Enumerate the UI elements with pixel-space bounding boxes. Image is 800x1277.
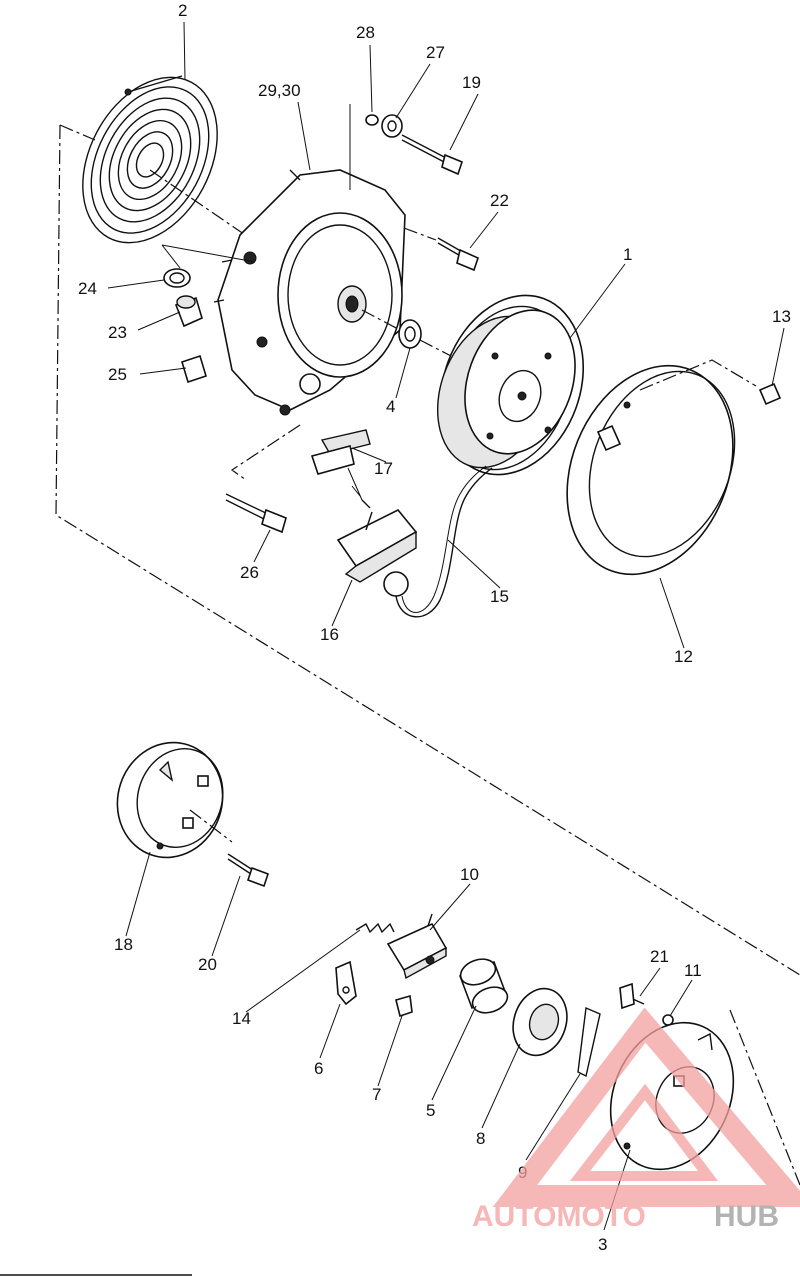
cover-bolt-part <box>758 382 782 406</box>
callout-3: 3 <box>598 1235 607 1254</box>
collar-part <box>381 114 403 138</box>
mounting-bolt-part <box>225 493 287 534</box>
callout-15: 15 <box>490 587 509 606</box>
callout-2: 2 <box>178 1 187 20</box>
callout-10: 10 <box>460 865 479 884</box>
callout-4: 4 <box>386 397 395 416</box>
friction-washer-part <box>512 987 568 1057</box>
watermark-text-hub: HUB <box>714 1200 779 1233</box>
callout-29-30: 29,30 <box>258 81 301 100</box>
callout-26: 26 <box>240 563 259 582</box>
callout-11: 11 <box>684 961 702 980</box>
callout-5: 5 <box>426 1101 435 1120</box>
callout-6: 6 <box>314 1059 323 1078</box>
flywheel-part <box>436 294 585 476</box>
drive-pulley-part <box>458 958 509 1014</box>
callout-16: 16 <box>320 625 339 644</box>
callout-28: 28 <box>356 23 375 42</box>
callout-21: 21 <box>650 947 669 966</box>
watermark-logo: AUTOMOTO HUB <box>472 1007 800 1233</box>
lock-washer-part <box>662 1014 674 1026</box>
flywheel-cover-part <box>566 364 736 576</box>
bushing-part <box>181 354 207 384</box>
callout-1: 1 <box>623 245 632 264</box>
oil-seal-part <box>398 319 422 349</box>
callout-14: 14 <box>232 1009 251 1028</box>
short-bolt-part <box>437 237 479 272</box>
oring-bracket-lines <box>161 244 256 269</box>
o-ring-part <box>163 268 191 288</box>
starter-housing-part <box>213 169 406 416</box>
callout-13: 13 <box>772 307 791 326</box>
pawl-part <box>335 960 357 1006</box>
pawl-bracket-part <box>386 913 448 980</box>
callout-18: 18 <box>114 935 133 954</box>
recoil-spring-part <box>82 75 218 244</box>
callout-25: 25 <box>108 365 127 384</box>
coil-wire-line <box>347 467 363 501</box>
return-spring-part <box>577 1006 601 1078</box>
callout-27: 27 <box>426 43 445 62</box>
callout-7: 7 <box>372 1085 381 1104</box>
ring-axis-line <box>189 809 233 843</box>
clamp-plate-part <box>310 429 371 475</box>
lower-assembly-boundary <box>729 1009 800 1186</box>
callout-19: 19 <box>462 73 481 92</box>
pawl-pin-part <box>395 994 413 1018</box>
leader-lines <box>107 21 785 1231</box>
callout-17: 17 <box>374 459 393 478</box>
bolt-axis-line <box>403 227 437 241</box>
cap-nut-part <box>365 114 379 126</box>
coil-cable-part <box>395 467 493 618</box>
upper-assembly-boundary <box>55 124 800 976</box>
plug-part <box>174 295 203 328</box>
callout-8: 8 <box>476 1129 485 1148</box>
callout-24: 24 <box>78 279 97 298</box>
drive-ring-part <box>116 741 224 859</box>
pulser-coil-part <box>336 499 418 597</box>
plate-screw-part <box>619 982 645 1010</box>
callout-23: 23 <box>108 323 127 342</box>
callout-20: 20 <box>198 955 217 974</box>
cover-bolt-axis-line <box>639 359 757 391</box>
watermark-text-auto-moto: AUTOMOTO <box>472 1200 646 1233</box>
starter-plate-part <box>609 1021 735 1171</box>
callout-22: 22 <box>490 191 509 210</box>
ring-bolt-part <box>227 853 270 888</box>
callout-12: 12 <box>674 647 693 666</box>
pawl-spring-part <box>355 922 395 934</box>
long-bolt-part <box>401 134 463 176</box>
